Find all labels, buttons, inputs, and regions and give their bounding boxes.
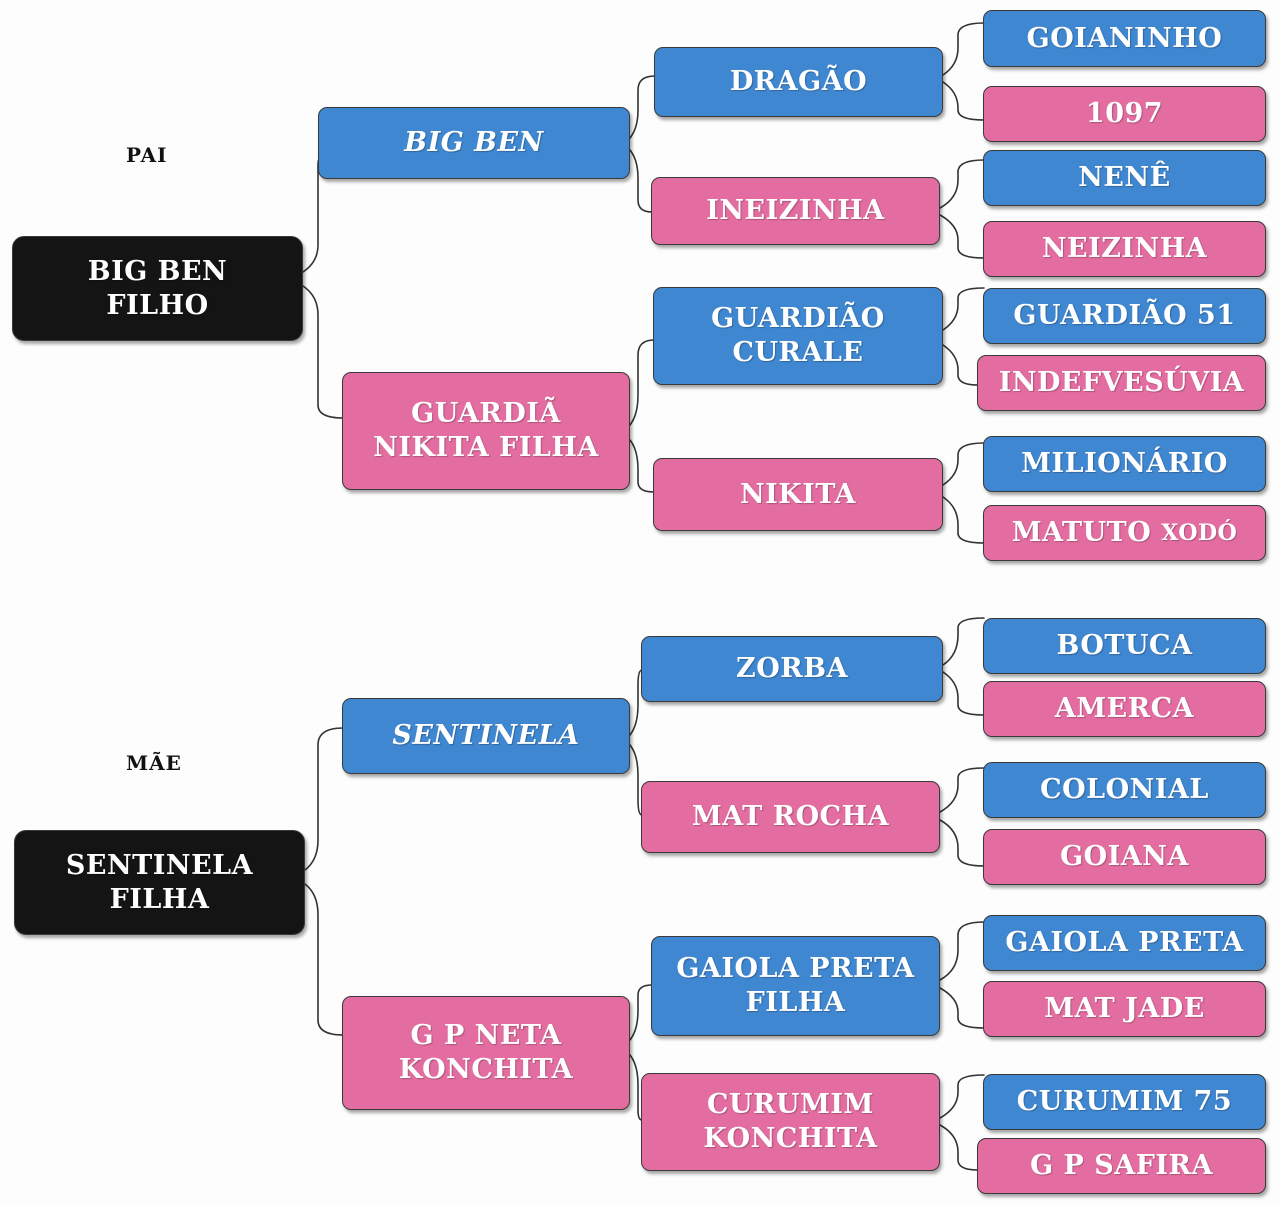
connector <box>939 987 985 1029</box>
connector <box>942 287 985 331</box>
grandparent-box: GAIOLA PRETA FILHA <box>651 936 940 1036</box>
connector <box>629 149 653 213</box>
grandparent-box: CURUMIM KONCHITA <box>641 1073 940 1171</box>
connector <box>939 1074 985 1119</box>
great-grandparent-box: MILIONÁRIO <box>983 436 1266 492</box>
connector <box>942 671 985 716</box>
connector <box>939 214 985 259</box>
grandparent-box: NIKITA <box>653 458 943 531</box>
connector <box>942 617 985 666</box>
great-grandparent-box: MAT JADE <box>983 981 1266 1037</box>
connector <box>942 442 985 486</box>
great-grandparent-box: GOIANINHO <box>983 10 1266 67</box>
connector <box>304 883 344 1036</box>
grandparent-box: MAT ROCHA <box>641 781 940 853</box>
connector <box>629 439 655 493</box>
great-grandparent-box: GOIANA <box>983 829 1266 885</box>
great-grandparent-box: GAIOLA PRETA <box>983 915 1266 971</box>
connector <box>942 22 985 76</box>
connector <box>939 819 985 867</box>
connector <box>302 285 344 419</box>
connector <box>629 669 643 736</box>
great-grandparent-name: MATUTO <box>1011 517 1162 548</box>
connector <box>942 344 979 386</box>
dam-sire-box: SENTINELA <box>342 698 630 774</box>
connector <box>629 1054 643 1121</box>
great-grandparent-box: 1097 <box>983 86 1266 142</box>
great-grandparent-box: INDEFVESÚVIA <box>977 355 1266 411</box>
sire-box: BIG BEN <box>318 107 630 179</box>
great-grandparent-box: CURUMIM 75 <box>983 1074 1266 1130</box>
great-grandparent-box: MATUTO XODÓ <box>983 505 1266 561</box>
connector <box>629 744 643 816</box>
connector <box>629 75 656 139</box>
grandparent-box: ZORBA <box>641 636 943 702</box>
great-grandparent-box: COLONIAL <box>983 762 1266 818</box>
connector <box>629 339 655 426</box>
connector <box>942 81 985 121</box>
connector <box>629 984 653 1041</box>
great-grandparent-box: NEIZINHA <box>983 221 1266 277</box>
root-dam-box: SENTINELA FILHA <box>14 830 305 935</box>
great-grandparent-box: BOTUCA <box>983 618 1266 674</box>
dam-dam-box: G P NETA KONCHITA <box>342 996 630 1110</box>
great-grandparent-name-suffix: XODÓ <box>1161 520 1238 546</box>
connector <box>939 921 985 981</box>
connector <box>939 159 985 209</box>
great-grandparent-box: NENÊ <box>983 150 1266 206</box>
great-grandparent-box: GUARDIÃO 51 <box>983 288 1266 344</box>
connector <box>939 1124 979 1171</box>
grandparent-box: DRAGÃO <box>654 47 943 117</box>
connector <box>942 496 985 544</box>
grandparent-box: GUARDIÃO CURALE <box>653 287 943 385</box>
root-sire-box: BIG BEN FILHO <box>12 236 303 341</box>
great-grandparent-box: AMERCA <box>983 681 1266 737</box>
sire-label: PAI <box>126 143 168 167</box>
great-grandparent-box: G P SAFIRA <box>977 1138 1266 1194</box>
dam-label: MÃE <box>126 751 182 775</box>
connector <box>304 727 344 871</box>
sire-dam-box: GUARDIÃ NIKITA FILHA <box>342 372 630 490</box>
connector <box>939 767 985 813</box>
grandparent-box: INEIZINHA <box>651 177 940 245</box>
